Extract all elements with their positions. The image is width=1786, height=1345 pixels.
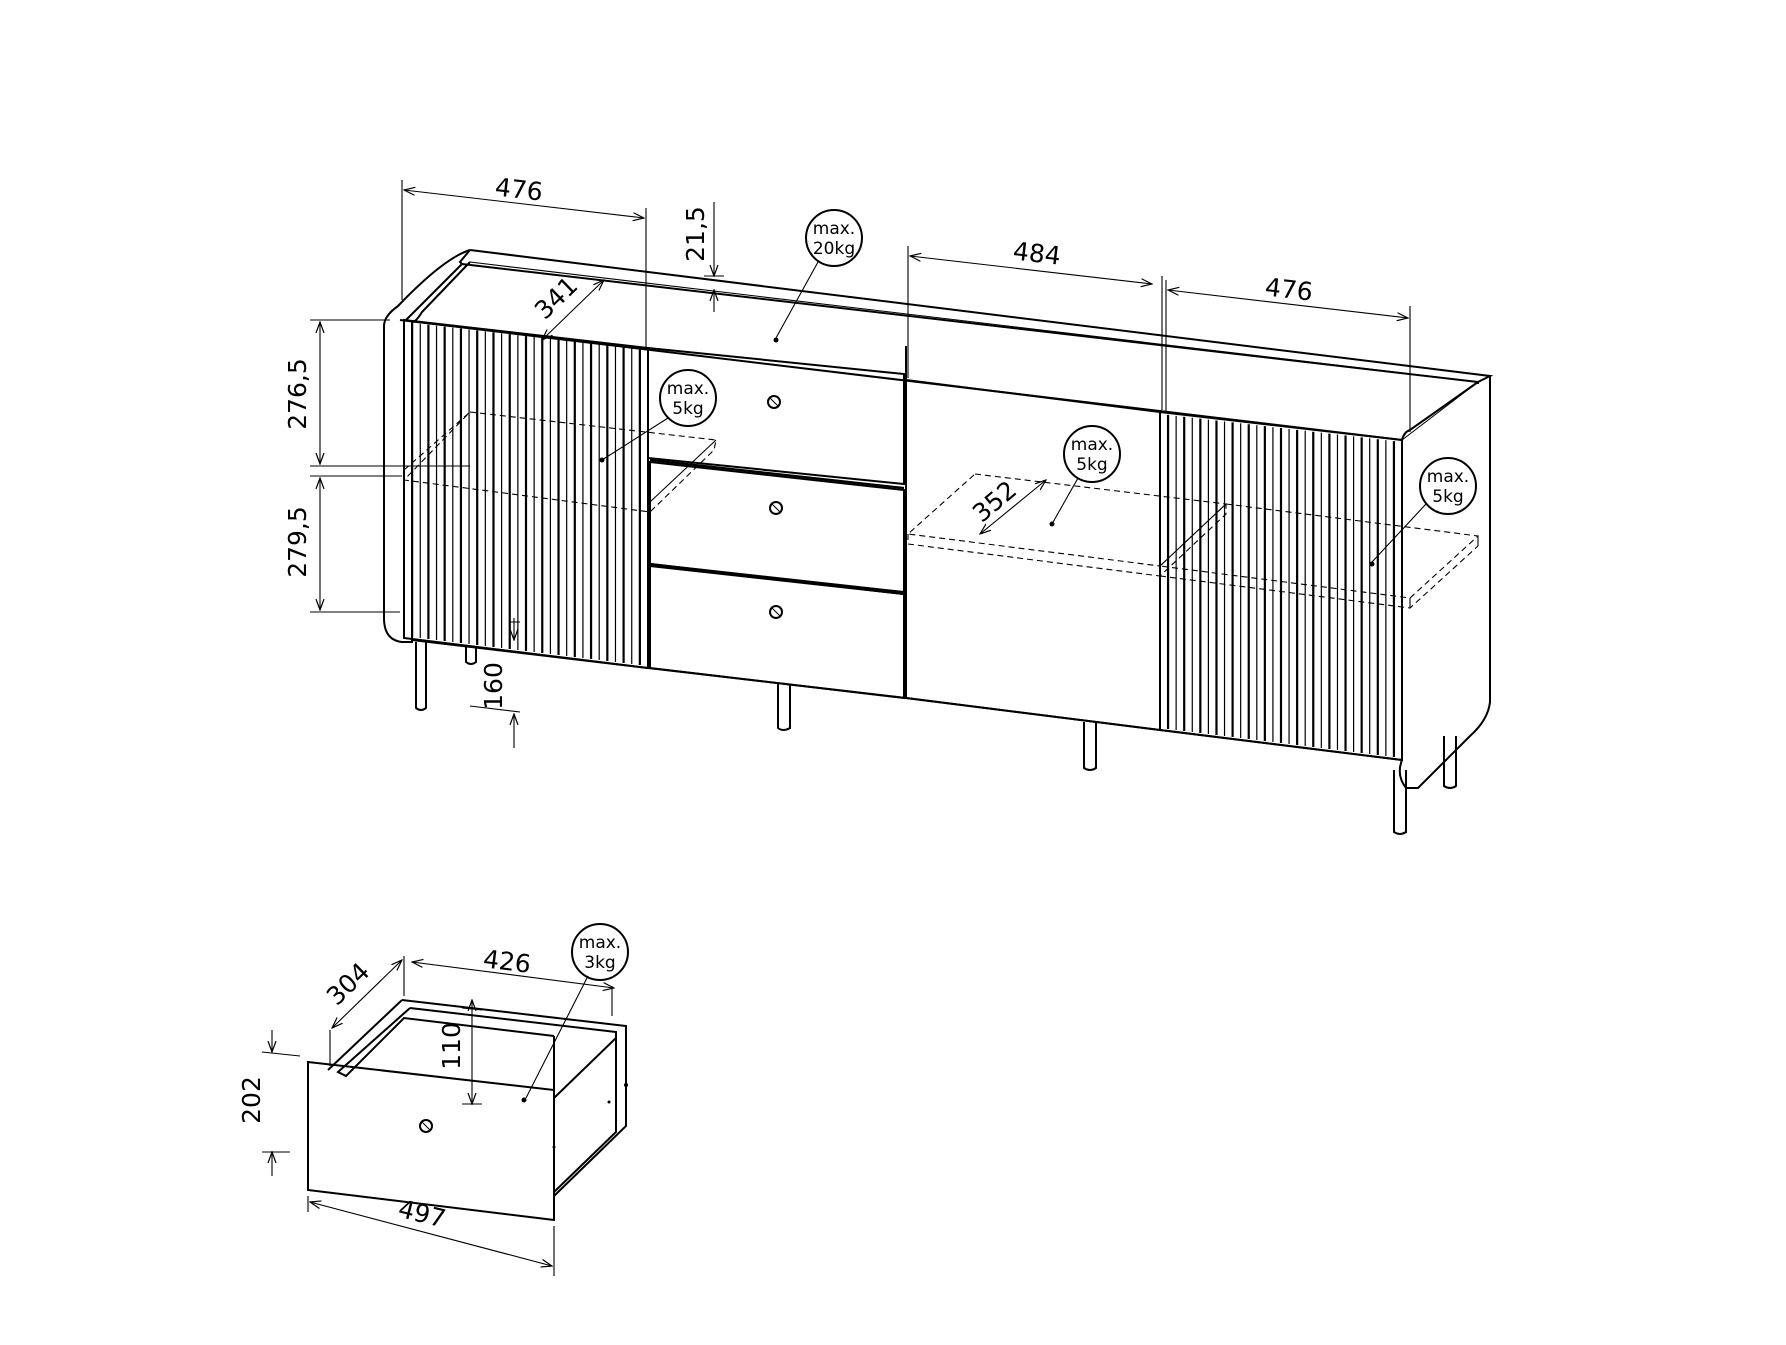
drawer-2-front — [649, 460, 905, 594]
left-end-panel — [383, 249, 471, 643]
dim-middle-width: 484 — [1012, 236, 1063, 270]
leg — [1083, 722, 1097, 771]
drawer-knob-icon — [769, 501, 783, 515]
sideboard-cabinet — [383, 249, 1494, 835]
load-badge-top: max. 20kg — [773, 209, 863, 343]
middle-door — [905, 378, 1161, 732]
shelf-middle — [906, 473, 1228, 577]
drawer-box — [327, 999, 627, 1197]
svg-text:5kg: 5kg — [1076, 455, 1107, 475]
load-badge-shelf-right: max. 5kg — [1369, 457, 1477, 567]
drawer-1-front — [647, 346, 905, 486]
shelf-left — [402, 411, 717, 513]
right-end-panel — [1398, 376, 1491, 789]
drawer-front-panel — [307, 1060, 555, 1222]
leg — [465, 646, 477, 665]
load-badge-shelf-middle: max. 5kg — [1049, 425, 1121, 527]
leg — [1443, 736, 1457, 789]
drawer-3-front — [649, 564, 905, 700]
svg-text:5kg: 5kg — [672, 399, 703, 419]
svg-text:3kg: 3kg — [584, 953, 615, 973]
load-badge-drawer: max. 3kg — [521, 923, 629, 1103]
drawer-knob-icon — [769, 605, 783, 619]
front-bottom-edge — [411, 346, 1161, 730]
cabinet-legs — [415, 642, 1457, 835]
svg-text:max.: max. — [667, 379, 709, 399]
dim-shelf-depth-left: 341 — [529, 271, 583, 325]
dim-shelf-depth-middle: 352 — [967, 475, 1022, 528]
drawer-detail: 304 426 110 202 497 max. 3kg — [237, 923, 629, 1276]
dim-drawer-inner-width: 426 — [482, 944, 533, 979]
right-door-flutes — [1166, 414, 1396, 757]
left-door-flutes — [411, 322, 641, 665]
load-badge-shelf-left: max. 5kg — [599, 369, 717, 463]
dim-drawer-depth: 304 — [321, 957, 375, 1011]
leg — [777, 684, 791, 731]
drawer-stack — [647, 346, 905, 700]
sideboard-dimensions: 476 21,5 484 476 341 276,5 279,5 160 352 — [283, 172, 1411, 748]
dim-leg-height: 160 — [479, 662, 508, 710]
dim-top-left-width: 476 — [494, 172, 545, 206]
left-fluted-door — [403, 318, 649, 670]
svg-text:max.: max. — [1427, 467, 1469, 487]
leg — [415, 642, 427, 711]
shelf-right — [1158, 503, 1480, 609]
dim-right-width: 476 — [1264, 272, 1315, 306]
drawer-knob-icon — [419, 1119, 433, 1133]
svg-text:20kg: 20kg — [813, 239, 855, 259]
dim-drawer-inner-height: 110 — [437, 1022, 466, 1070]
dim-lower-height: 279,5 — [283, 506, 312, 578]
dim-drawer-front-width: 497 — [395, 1194, 448, 1234]
dim-top-thickness: 21,5 — [681, 206, 710, 262]
drawer-knob-icon — [767, 395, 781, 409]
right-fluted-door — [1159, 410, 1403, 762]
dim-upper-height: 276,5 — [283, 358, 312, 430]
svg-text:5kg: 5kg — [1432, 487, 1463, 507]
svg-text:max.: max. — [579, 933, 621, 953]
dim-drawer-height: 202 — [237, 1076, 266, 1124]
leg — [1393, 770, 1407, 835]
top-back-edge — [469, 261, 1479, 441]
svg-text:max.: max. — [813, 219, 855, 239]
svg-text:max.: max. — [1071, 435, 1113, 455]
